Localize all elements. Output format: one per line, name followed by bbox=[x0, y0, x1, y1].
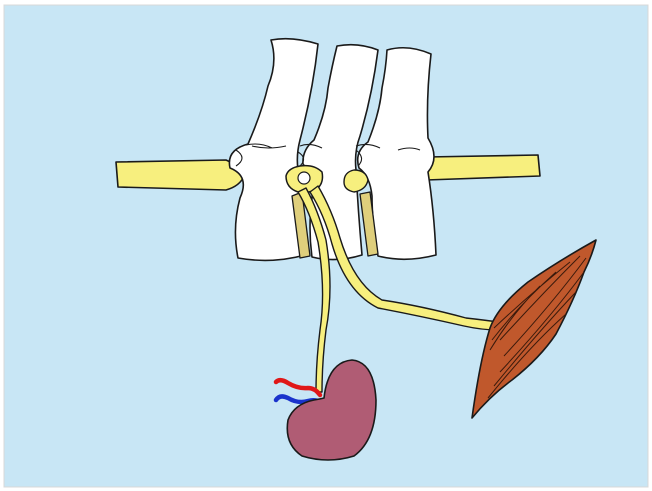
nerve-root-loop-hole bbox=[298, 172, 310, 184]
left-spinal-nerve bbox=[116, 160, 244, 190]
right-spinal-nerve bbox=[426, 155, 540, 180]
